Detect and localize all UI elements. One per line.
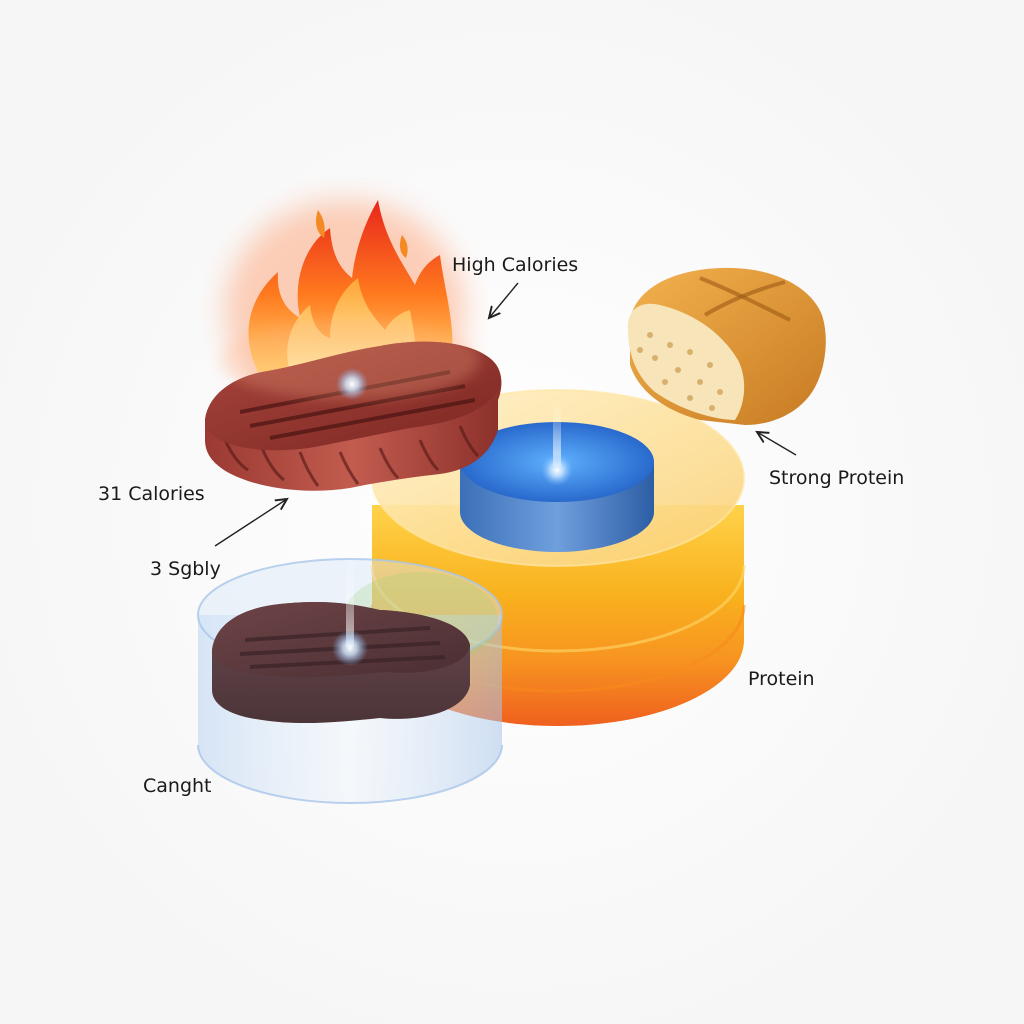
annotation-arrows	[214, 282, 797, 547]
label-protein: Protein	[748, 668, 815, 690]
label-strong-protein: Strong Protein	[769, 467, 905, 489]
arrow-high-calories	[489, 282, 519, 318]
label-canght: Canght	[143, 775, 212, 797]
dark-steak-icon	[212, 555, 470, 724]
label-3-sgbly: 3 Sgbly	[150, 558, 221, 580]
label-31-calories: 31 Calories	[98, 483, 205, 505]
bread-icon	[627, 267, 826, 425]
steak-icon	[205, 320, 502, 491]
arrow-strong-protein	[757, 432, 797, 456]
arrow-31-calories	[214, 499, 287, 547]
blue-disc	[460, 400, 654, 552]
label-high-calories: High Calories	[452, 254, 579, 276]
